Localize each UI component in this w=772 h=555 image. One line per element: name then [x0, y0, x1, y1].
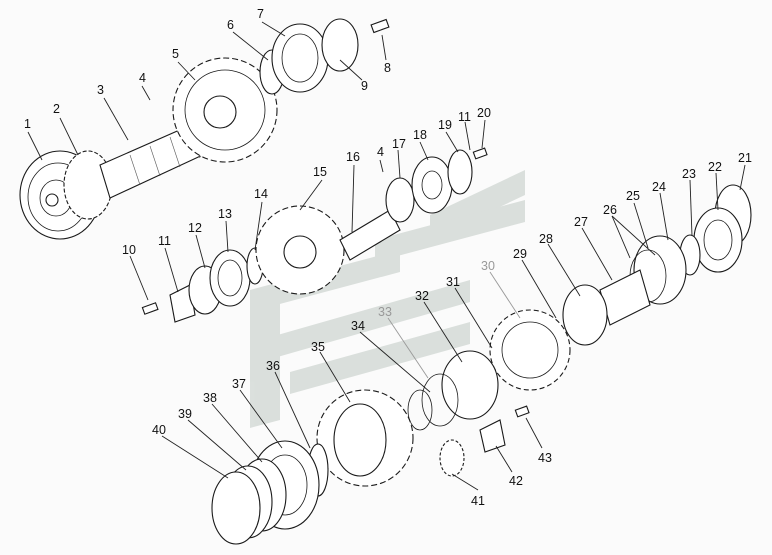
callout-14: 14 — [254, 187, 268, 201]
callout-35: 35 — [311, 340, 325, 354]
callout-29: 29 — [513, 247, 527, 261]
callout-20: 20 — [477, 106, 491, 120]
callout-24: 24 — [652, 180, 666, 194]
callout-37: 37 — [232, 377, 246, 391]
callout-30: 30 — [481, 259, 495, 273]
callout-6: 6 — [227, 18, 234, 32]
callout-labels: 1 2 3 4 5 6 7 8 9 10 11 12 13 14 15 16 4… — [24, 7, 752, 508]
callout-28: 28 — [539, 232, 553, 246]
callout-8: 8 — [384, 61, 391, 75]
callout-21: 21 — [738, 151, 752, 165]
callout-23: 23 — [682, 167, 696, 181]
callout-31: 31 — [446, 275, 460, 289]
callout-22: 22 — [708, 160, 722, 174]
callout-15: 15 — [313, 165, 327, 179]
callout-1: 1 — [24, 117, 31, 131]
callout-40: 40 — [152, 423, 166, 437]
callout-13: 13 — [218, 207, 232, 221]
callout-33: 33 — [378, 305, 392, 319]
callout-10: 10 — [122, 243, 136, 257]
callout-43: 43 — [538, 451, 552, 465]
callout-7: 7 — [257, 7, 264, 21]
callout-38: 38 — [203, 391, 217, 405]
callout-11-a: 11 — [158, 234, 171, 248]
callout-27: 27 — [574, 215, 588, 229]
leader-lines — [27, 21, 746, 491]
callout-32: 32 — [415, 289, 429, 303]
callout-4-b: 4 — [377, 145, 384, 159]
callout-16: 16 — [346, 150, 360, 164]
callout-11-b: 11 — [458, 110, 471, 124]
callout-34: 34 — [351, 319, 365, 333]
callout-17: 17 — [392, 137, 406, 151]
callout-19: 19 — [438, 118, 452, 132]
callout-5: 5 — [172, 47, 179, 61]
middle-shaft-assembly — [141, 147, 488, 323]
callout-9: 9 — [361, 79, 368, 93]
callout-2: 2 — [53, 102, 60, 116]
callout-25: 25 — [626, 189, 640, 203]
callout-26: 26 — [603, 203, 617, 217]
lower-shaft-assembly — [211, 184, 752, 545]
callout-42: 42 — [509, 474, 523, 488]
callout-12: 12 — [188, 221, 202, 235]
callout-36: 36 — [266, 359, 280, 373]
callout-18: 18 — [413, 128, 427, 142]
callout-3: 3 — [97, 83, 104, 97]
callout-4: 4 — [139, 71, 146, 85]
callout-41: 41 — [471, 494, 485, 508]
upper-shaft-assembly — [19, 18, 390, 240]
callout-39: 39 — [178, 407, 192, 421]
